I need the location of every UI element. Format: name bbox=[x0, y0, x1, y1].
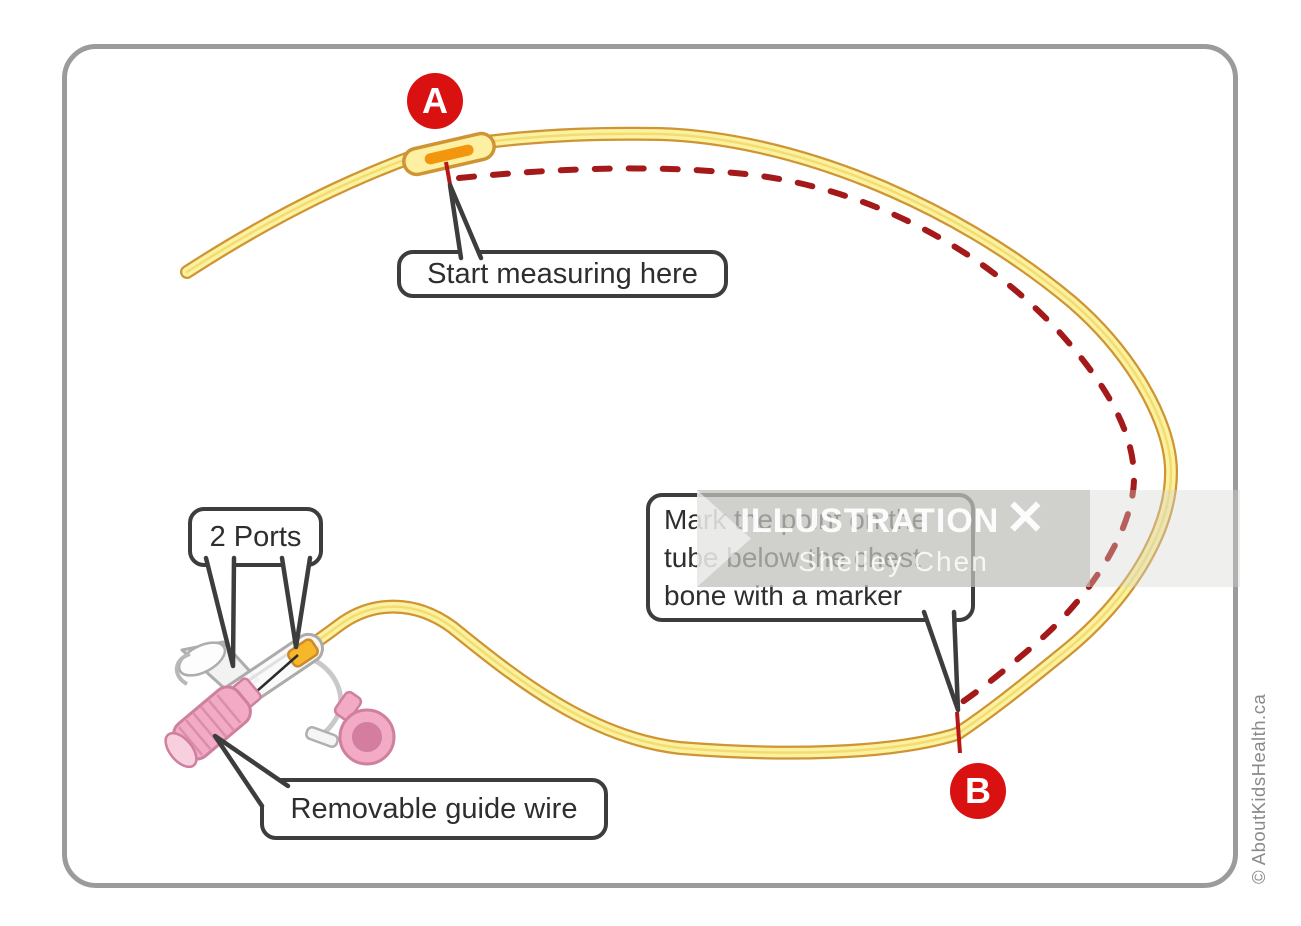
callout-removable-guide-wire-label: Removable guide wire bbox=[290, 792, 578, 825]
watermark-artist: Shelley Chen bbox=[798, 546, 989, 577]
marker-a-label: A bbox=[422, 80, 448, 121]
marker-b-label: B bbox=[965, 770, 991, 811]
callout-start-measuring: Start measuring here bbox=[397, 250, 728, 298]
marker-b: B bbox=[950, 763, 1006, 819]
callout-two-ports: 2 Ports bbox=[188, 507, 323, 567]
watermark-brand: ILLUSTRATION ✕ bbox=[697, 492, 1090, 550]
watermark-brand-text: ILLUSTRATION bbox=[740, 501, 1000, 540]
diagram-frame bbox=[62, 44, 1238, 888]
watermark-band bbox=[697, 490, 1090, 587]
marker-a: A bbox=[407, 73, 463, 129]
copyright-credit: © AboutKidsHealth.ca bbox=[1248, 693, 1269, 884]
watermark-x-icon: ✕ bbox=[1005, 492, 1047, 545]
callout-two-ports-label: 2 Ports bbox=[209, 520, 302, 553]
callout-start-measuring-label: Start measuring here bbox=[427, 257, 698, 290]
callout-removable-guide-wire: Removable guide wire bbox=[260, 778, 608, 840]
